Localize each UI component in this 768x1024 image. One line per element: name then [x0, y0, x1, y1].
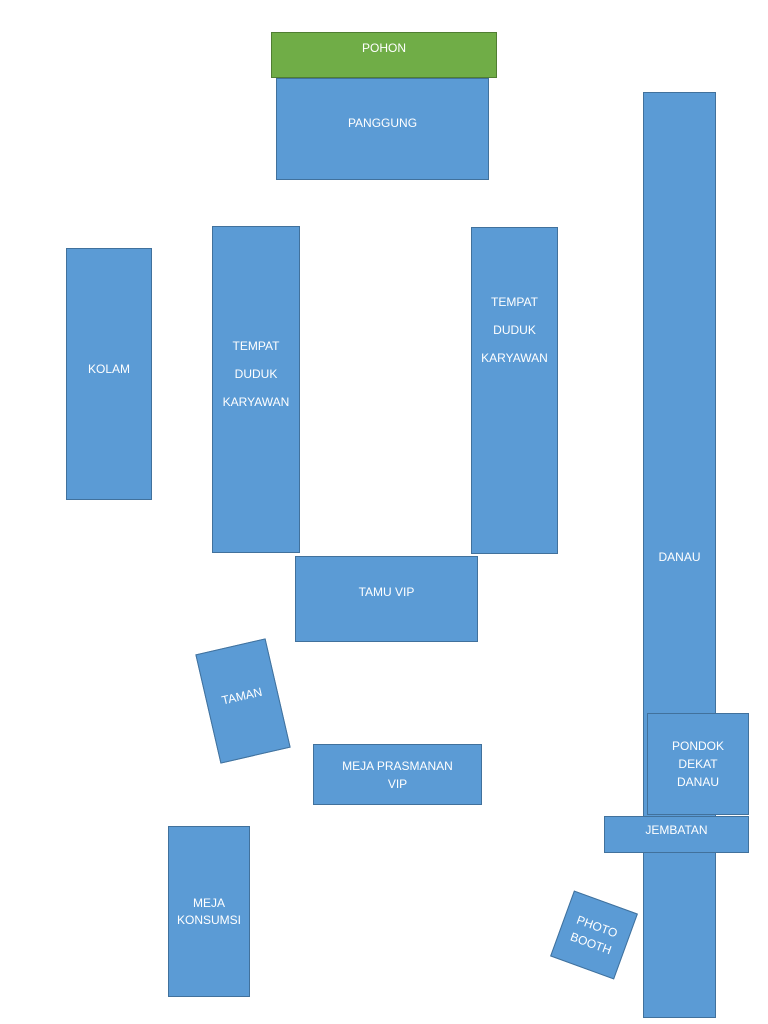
pondok-dekat-danau-label: PONDOK DEKAT DANAU — [671, 739, 724, 789]
tempat-duduk-karyawan-right-label: TEMPAT DUDUK KARYAWAN — [481, 294, 548, 365]
kolam-label: KOLAM — [87, 362, 130, 376]
pohon-label: POHON — [361, 41, 406, 55]
photo-booth-area: PHOTO BOOTH — [550, 890, 638, 980]
meja-konsumsi-area: MEJA KONSUMSI — [168, 826, 250, 997]
pondok-dekat-danau-area: PONDOK DEKAT DANAU — [647, 713, 749, 815]
danau-label: DANAU — [658, 550, 701, 564]
tempat-duduk-karyawan-right: TEMPAT DUDUK KARYAWAN — [471, 227, 558, 554]
meja-prasmanan-vip-area: MEJA PRASMANAN VIP — [313, 744, 482, 805]
taman-area: TAMAN — [195, 638, 291, 764]
photo-booth-label: PHOTO BOOTH — [568, 912, 620, 958]
kolam-area: KOLAM — [66, 248, 152, 500]
panggung-area: PANGGUNG — [276, 78, 489, 180]
jembatan-label: JEMBATAN — [645, 822, 708, 837]
taman-label: TAMAN — [220, 684, 264, 708]
meja-konsumsi-label: MEJA KONSUMSI — [176, 895, 241, 927]
pohon-area: POHON — [271, 32, 497, 78]
danau-area: DANAU — [643, 92, 716, 1018]
meja-prasmanan-vip-label: MEJA PRASMANAN VIP — [342, 758, 453, 791]
tamu-vip-label: TAMU VIP — [358, 585, 415, 599]
jembatan-area: JEMBATAN — [604, 816, 749, 853]
tamu-vip-area: TAMU VIP — [295, 556, 478, 642]
tempat-duduk-karyawan-left-label: TEMPAT DUDUK KARYAWAN — [222, 338, 290, 409]
tempat-duduk-karyawan-left: TEMPAT DUDUK KARYAWAN — [212, 226, 300, 553]
panggung-label: PANGGUNG — [347, 116, 418, 130]
